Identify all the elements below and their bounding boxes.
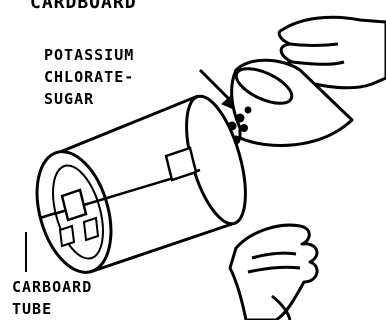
label-mixture-line3: SUGAR <box>44 90 94 108</box>
cardboard-tube <box>24 90 257 281</box>
label-top-partial: CARDBOARD <box>30 0 137 13</box>
holding-hand <box>230 225 317 320</box>
label-mixture-line2: CHLORATE- <box>44 68 134 86</box>
label-tube-line2: TUBE <box>12 300 52 318</box>
label-tube-line1: CARBOARD <box>12 278 92 296</box>
label-mixture-line1: POTASSIUM <box>44 46 134 64</box>
